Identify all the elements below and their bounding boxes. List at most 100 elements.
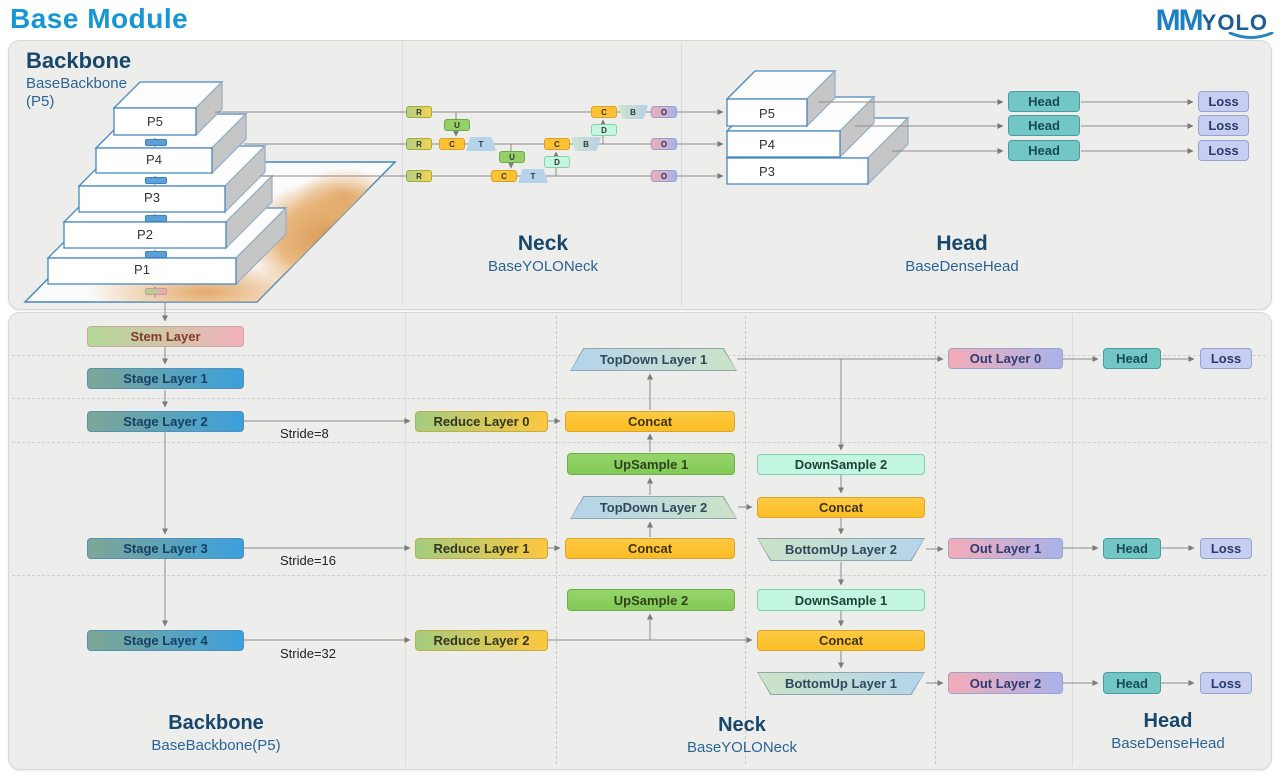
node-out-layer-0: Out Layer 0 [948, 348, 1063, 369]
mini-concat-p5-label: C [601, 107, 607, 117]
top-loss-box-3-label: Loss [1208, 143, 1239, 158]
logo-yolo-label: YOLO [1201, 10, 1268, 35]
top-loss-box-3: Loss [1198, 140, 1249, 161]
bottom-panel-hdash-4 [12, 575, 1266, 576]
top-loss-box-2-label: Loss [1208, 118, 1239, 133]
mini-out-p4: O [651, 138, 677, 150]
node-downsample-1: DownSample 1 [757, 589, 925, 611]
logo-yolo-text: YOLO [1201, 10, 1274, 39]
top-head-box-3: Head [1008, 140, 1080, 161]
node-bottomup-layer-2-label: BottomUp Layer 2 [785, 542, 897, 557]
node-reduce-layer-2-label: Reduce Layer 2 [433, 633, 530, 648]
node-stage-layer-1-label: Stage Layer 1 [123, 371, 208, 386]
stem-connector-bar [145, 288, 167, 295]
top-backbone-subtitle2: (P5) [26, 93, 55, 110]
mini-downsample-2: D [591, 124, 617, 136]
head-pyramid-label-p4: P4 [759, 137, 775, 152]
mini-concat-p3-label: C [501, 171, 507, 181]
bottom-loss-box-2: Loss [1200, 538, 1252, 559]
mini-bottomup-p5: B [618, 105, 648, 119]
mini-topdown-p3: T [518, 169, 548, 183]
mini-topdown-p4: T [466, 137, 496, 151]
mini-concat-p4b-label: C [554, 139, 560, 149]
node-out-layer-2: Out Layer 2 [948, 672, 1063, 694]
node-out-layer-0-label: Out Layer 0 [969, 351, 1042, 366]
top-panel-divider-2 [681, 42, 682, 306]
bottom-neck-title: Neck [718, 714, 766, 736]
node-bottomup-layer-1: BottomUp Layer 1 [757, 672, 925, 695]
bottom-head-box-3-label: Head [1116, 675, 1148, 691]
mini-bottomup-p4: B [571, 137, 601, 151]
node-concat-bottomup-1: Concat [757, 630, 925, 651]
bottom-loss-box-3: Loss [1200, 672, 1252, 694]
node-downsample-1-label: DownSample 1 [794, 592, 888, 608]
pyramid-label-p1: P1 [134, 262, 150, 277]
stage-connector-bar-3 [145, 215, 167, 222]
mini-downsample-1: D [544, 156, 570, 168]
bottom-head-box-3: Head [1103, 672, 1161, 694]
logo-mm-text: MM [1155, 4, 1204, 37]
pyramid-label-p3: P3 [144, 190, 160, 205]
bottom-head-subtitle: BaseDenseHead [1111, 735, 1225, 752]
mini-concat-p5: C [591, 106, 617, 118]
node-upsample-1: UpSample 1 [567, 453, 735, 475]
bottom-loss-box-2-label: Loss [1210, 541, 1242, 556]
head-pyramid-label-p5: P5 [759, 106, 775, 121]
node-stage-layer-1: Stage Layer 1 [87, 368, 244, 389]
bottom-head-box-1-label: Head [1116, 351, 1148, 366]
mini-out-p4-label: O [660, 139, 668, 149]
node-stage-layer-2-label: Stage Layer 2 [123, 414, 208, 429]
mini-reduce-p4-label: R [416, 139, 422, 149]
mini-reduce-p3: R [406, 170, 432, 182]
node-out-layer-1-label: Out Layer 1 [969, 541, 1042, 556]
node-stem-layer: Stem Layer [87, 326, 244, 347]
mini-upsample-2: U [499, 151, 525, 163]
node-reduce-layer-2: Reduce Layer 2 [415, 630, 548, 651]
top-backbone-subtitle: BaseBackbone [26, 75, 127, 92]
top-loss-box-1-label: Loss [1208, 94, 1239, 109]
mini-concat-p4a-label: C [449, 139, 455, 149]
node-downsample-2: DownSample 2 [757, 454, 925, 475]
top-head-box-1-label: Head [1028, 94, 1060, 109]
mini-downsample-1-label: D [554, 157, 560, 167]
top-backbone-title: Backbone [26, 48, 132, 73]
bottom-backbone-title: Backbone [168, 712, 264, 734]
pyramid-label-p4: P4 [146, 152, 162, 167]
pyramid-label-p2: P2 [137, 227, 153, 242]
node-reduce-layer-0-label: Reduce Layer 0 [433, 414, 530, 429]
mini-reduce-p5-label: R [416, 107, 422, 117]
node-concat-bottomup-2-label: Concat [818, 500, 864, 515]
stage-connector-bar-4 [145, 251, 167, 258]
node-upsample-2-label: UpSample 2 [613, 592, 689, 608]
bottom-backbone-subtitle: BaseBackbone(P5) [151, 737, 281, 754]
top-head-box-3-label: Head [1028, 143, 1060, 158]
top-panel-divider-1 [402, 42, 403, 306]
stage-connector-bar-1 [145, 139, 167, 146]
node-topdown-layer-1: TopDown Layer 1 [570, 348, 737, 371]
mini-topdown-p4-label: T [478, 139, 484, 149]
node-reduce-layer-1: Reduce Layer 1 [415, 538, 548, 559]
node-reduce-layer-1-label: Reduce Layer 1 [433, 541, 530, 556]
mini-upsample-1: U [444, 119, 470, 131]
top-head-title: Head [936, 232, 988, 255]
bottom-neck-subtitle: BaseYOLONeck [686, 739, 798, 756]
node-reduce-layer-0: Reduce Layer 0 [415, 411, 548, 432]
mini-out-p3-label: O [660, 171, 668, 181]
mini-downsample-2-label: D [601, 125, 607, 135]
bottom-panel-hdash-2 [12, 398, 1266, 399]
top-loss-box-2: Loss [1198, 115, 1249, 136]
page-title: Base Module [10, 3, 189, 34]
node-concat-bottomup-1-label: Concat [818, 633, 864, 648]
mini-concat-p3: C [491, 170, 517, 182]
node-concat-bottomup-2: Concat [757, 497, 925, 518]
node-concat-topdown-2: Concat [565, 538, 735, 559]
bottom-panel-dash-2 [745, 316, 746, 764]
node-downsample-2-label: DownSample 2 [794, 457, 888, 472]
node-stem-layer-label: Stem Layer [130, 329, 201, 344]
bottom-panel-divider-head [1072, 314, 1073, 766]
bottom-panel-divider-backbone [405, 314, 406, 766]
mini-upsample-1-label: U [454, 120, 460, 130]
bottom-head-title: Head [1143, 710, 1193, 732]
mini-reduce-p4: R [406, 138, 432, 150]
top-head-subtitle: BaseDenseHead [905, 258, 1019, 275]
